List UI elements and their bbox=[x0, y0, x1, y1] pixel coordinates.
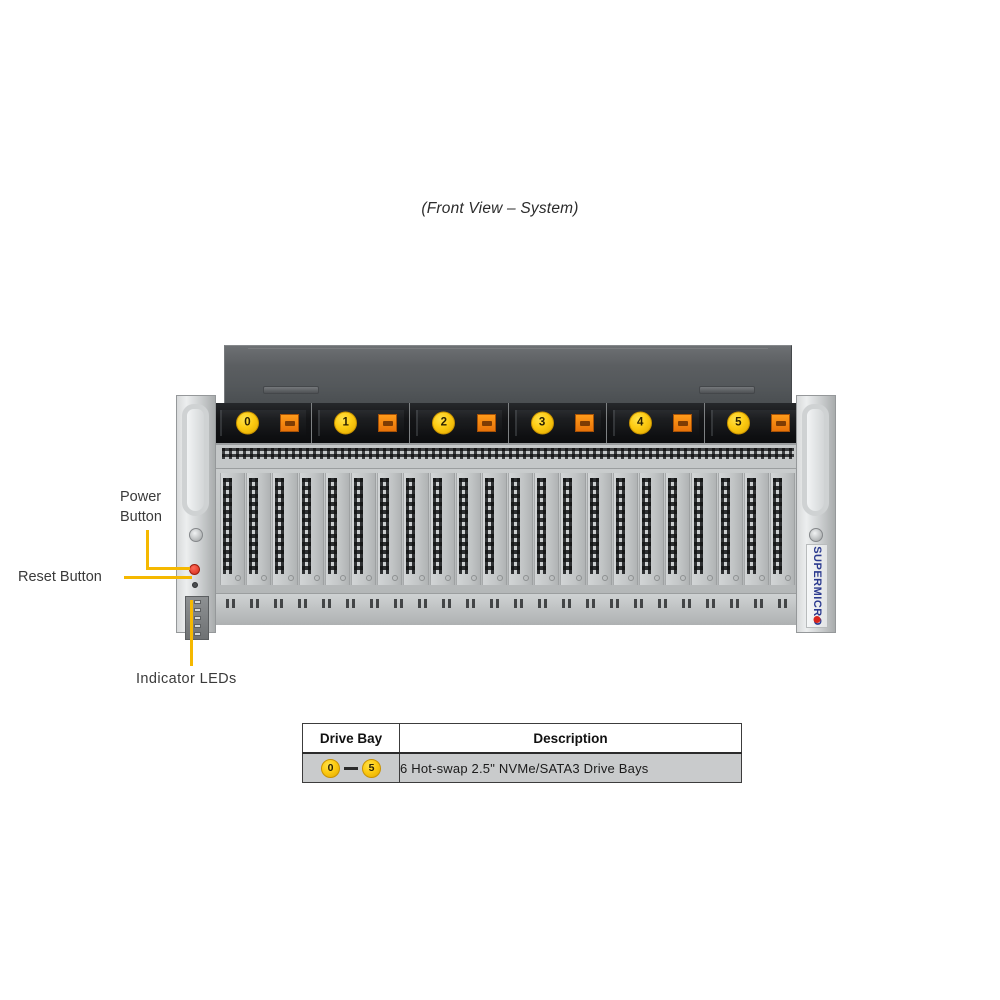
chassis-top-lid bbox=[224, 345, 792, 403]
front-vent-band bbox=[214, 445, 802, 469]
expansion-slot-cover bbox=[403, 473, 429, 585]
supermicro-logo: SUPERMICRO bbox=[806, 544, 828, 628]
expansion-slot-cover bbox=[220, 473, 246, 585]
indicator-led bbox=[193, 624, 201, 628]
expansion-slot-cover bbox=[272, 473, 298, 585]
expansion-slot-region bbox=[214, 469, 802, 593]
indicator-led bbox=[193, 608, 201, 612]
server-front-view-illustration: 0 1 2 3 4 bbox=[176, 345, 836, 645]
rack-ear-right: SUPERMICRO bbox=[796, 395, 836, 633]
column-header-description: Description bbox=[399, 723, 742, 754]
supermicro-wordmark: SUPERMICRO bbox=[811, 546, 823, 626]
leader-power-vertical bbox=[146, 530, 149, 570]
expansion-slot-cover bbox=[429, 473, 455, 585]
drive-bay[interactable]: 2 bbox=[410, 403, 509, 443]
expansion-slot-cover bbox=[560, 473, 586, 585]
expansion-slot-cover bbox=[586, 473, 612, 585]
table-header-row: Drive Bay Description bbox=[302, 723, 742, 754]
expansion-slot-cover bbox=[769, 473, 796, 585]
drive-bay-latch-icon[interactable] bbox=[771, 414, 791, 432]
drive-bay-latch-icon[interactable] bbox=[378, 414, 398, 432]
drive-bay[interactable]: 1 bbox=[312, 403, 411, 443]
lid-tab-left bbox=[263, 386, 319, 394]
leader-reset-horizontal bbox=[124, 576, 192, 579]
leader-leds-vertical bbox=[190, 600, 193, 666]
expansion-slot-cover bbox=[691, 473, 717, 585]
drive-bay-number-badge: 1 bbox=[334, 411, 358, 435]
drive-bay-number-badge: 2 bbox=[432, 411, 456, 435]
drive-bay-latch-icon[interactable] bbox=[672, 414, 692, 432]
leader-power-horizontal bbox=[146, 567, 190, 570]
range-dash-icon bbox=[344, 766, 358, 770]
column-header-drive-bay: Drive Bay bbox=[302, 723, 400, 754]
expansion-slot-cover bbox=[324, 473, 350, 585]
chassis-bottom-rail bbox=[214, 593, 802, 625]
drive-bay-range-start-badge: 0 bbox=[321, 758, 340, 778]
power-button[interactable] bbox=[189, 564, 200, 575]
drive-bay-latch-icon[interactable] bbox=[574, 414, 594, 432]
expansion-slot-cover bbox=[717, 473, 743, 585]
expansion-slot-cover bbox=[508, 473, 534, 585]
figure-caption: (Front View – System) bbox=[421, 200, 579, 217]
cell-drive-bay-description: 6 Hot-swap 2.5" NVMe/SATA3 Drive Bays bbox=[399, 752, 742, 783]
supermicro-red-dot-icon bbox=[813, 616, 821, 623]
expansion-slot-cover bbox=[455, 473, 481, 585]
expansion-slot-cover bbox=[481, 473, 508, 585]
expansion-slot-cover bbox=[639, 473, 665, 585]
expansion-slot-cover bbox=[612, 473, 638, 585]
reset-button[interactable] bbox=[192, 582, 198, 588]
expansion-slot-cover bbox=[298, 473, 324, 585]
callout-label-power-button: Power Button bbox=[120, 489, 162, 525]
expansion-slot-cover bbox=[665, 473, 691, 585]
expansion-slot-cover bbox=[350, 473, 377, 585]
chassis-body: 0 1 2 3 4 bbox=[212, 403, 804, 625]
rack-ear-left bbox=[176, 395, 216, 640]
lid-tab-right bbox=[699, 386, 755, 394]
expansion-slot-cover bbox=[743, 473, 769, 585]
drive-bay[interactable]: 5 bbox=[704, 403, 803, 443]
expansion-slot-cover bbox=[534, 473, 560, 585]
expansion-slot-cover bbox=[246, 473, 272, 585]
indicator-led bbox=[193, 616, 201, 620]
rack-handle-right[interactable] bbox=[802, 404, 829, 516]
callout-label-indicator-leds: Indicator LEDs bbox=[136, 671, 237, 687]
drive-bay-latch-icon[interactable] bbox=[476, 414, 496, 432]
drive-bay-number-badge: 0 bbox=[236, 411, 259, 435]
indicator-led-panel bbox=[185, 596, 209, 640]
drive-bay-range-end-badge: 5 bbox=[362, 758, 381, 778]
drive-bay-number-badge: 5 bbox=[726, 411, 750, 435]
callout-label-reset-button: Reset Button bbox=[18, 569, 102, 585]
drive-bay[interactable]: 4 bbox=[606, 403, 705, 443]
drive-bay-number-badge: 3 bbox=[530, 411, 554, 435]
drive-bay[interactable]: 3 bbox=[508, 403, 607, 443]
indicator-led bbox=[193, 632, 201, 636]
drive-bay[interactable]: 0 bbox=[214, 403, 313, 443]
rack-handle-left[interactable] bbox=[182, 404, 209, 516]
drive-bay-number-badge: 4 bbox=[628, 411, 652, 435]
drive-bay-latch-icon[interactable] bbox=[280, 414, 300, 432]
thumbscrew-left[interactable] bbox=[189, 528, 203, 542]
drive-bay-strip: 0 1 2 3 4 bbox=[214, 403, 803, 445]
thumbscrew-right[interactable] bbox=[809, 528, 823, 542]
indicator-led bbox=[193, 600, 201, 604]
expansion-slot-cover bbox=[377, 473, 403, 585]
